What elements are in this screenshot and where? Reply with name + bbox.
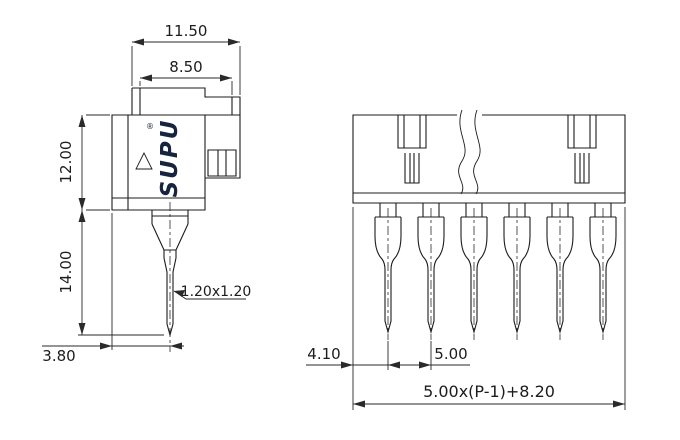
side-view-part-outline: [111, 87, 241, 352]
dim-pin-length-label: 14.00: [57, 251, 75, 294]
side-top-section: [131, 87, 241, 115]
dim-edge-and-pitch: 4.10 5.00: [306, 207, 470, 410]
break-gap: [457, 109, 482, 189]
dim-pin-section-label: 1.20x1.20: [181, 284, 252, 300]
dim-pin-offset: 3.80: [42, 213, 184, 365]
cert-triangle-icon: [135, 151, 153, 170]
dim-overall-width-label: 5.00x(P-1)+8.20: [423, 382, 555, 401]
dim-pitch-label: 5.00: [434, 345, 467, 363]
supu-logo: SUPU: [157, 119, 183, 198]
side-latch-detail: [207, 149, 237, 177]
side-top-inner-walls: [139, 88, 233, 115]
front-body-outline: [352, 114, 626, 204]
dim-top-width: 11.50: [131, 22, 241, 95]
dim-body-height-label: 12.00: [57, 141, 75, 184]
front-view-part-outline: [352, 109, 626, 341]
break-line-left: [458, 109, 466, 195]
front-pin-2: [417, 202, 445, 341]
dim-edge-to-pin-label: 4.10: [307, 345, 340, 363]
dim-top-width-label: 11.50: [165, 22, 208, 40]
dim-pin-length: 14.00: [57, 210, 164, 336]
front-view: 4.10 5.00 5.00x(P-1)+8.20: [306, 109, 626, 410]
front-pin-6: [589, 202, 617, 341]
front-latch-right: [567, 114, 597, 184]
side-pin-taper-lower: [163, 250, 177, 273]
dim-opening-width: 8.50: [139, 58, 233, 95]
front-latch-left: [397, 114, 427, 184]
front-pin-3: [460, 202, 488, 341]
front-pin-1: [374, 202, 402, 341]
dim-overall-width: 5.00x(P-1)+8.20: [353, 207, 626, 410]
registered-mark: ®: [146, 122, 154, 131]
side-body-inner-lines: [112, 115, 206, 210]
brand-marking: SUPU ®: [135, 119, 183, 198]
dim-pin-offset-label: 3.80: [42, 347, 75, 365]
front-pin-4: [503, 202, 531, 341]
dim-body-height: 12.00: [57, 114, 110, 211]
dim-opening-width-label: 8.50: [169, 58, 202, 76]
front-pin-5: [546, 202, 574, 341]
dim-pin-section: 1.20x1.20: [173, 284, 252, 300]
break-line-right: [473, 109, 481, 195]
side-view: SUPU ® 11.50 8.50 12.00: [42, 22, 251, 365]
